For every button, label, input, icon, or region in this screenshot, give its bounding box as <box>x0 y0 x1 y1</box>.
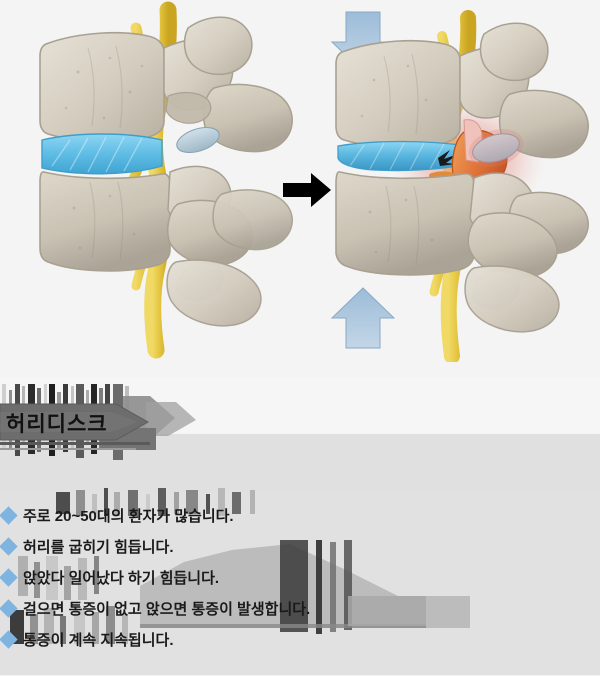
diamond-bullet-icon <box>0 506 18 525</box>
upper-vertebral-body <box>336 40 460 148</box>
upper-spinous-process <box>498 89 589 159</box>
symptom-text: 통증이 계속 지속됩니다. <box>23 632 174 649</box>
superior-articular-process <box>183 16 253 76</box>
page-title: 허리디스크 <box>6 413 108 436</box>
list-item: 허리를 굽히기 힘듭니다. <box>0 531 600 562</box>
list-item: 통증이 계속 지속됩니다. <box>0 624 600 655</box>
superior-articular-process <box>479 22 549 82</box>
list-item: 주로 20~50대의 환자가 많습니다. <box>0 500 600 531</box>
illustration-area <box>39 1 589 362</box>
symptom-text: 앉았다 일어났다 하기 힘듭니다. <box>23 570 220 587</box>
symptom-text: 걸으면 통증이 없고 앉으면 통증이 발생합니다. <box>23 601 311 618</box>
facet-joint <box>176 126 220 154</box>
lower-vertebral-body <box>336 171 474 275</box>
lower-vertebral-body <box>40 171 170 271</box>
facet-joint <box>472 133 520 163</box>
annular-tear <box>438 150 458 166</box>
herniated-disc-illustration <box>330 10 589 362</box>
diamond-bullet-icon <box>0 599 18 618</box>
upper-spinous-process <box>202 83 293 153</box>
list-item: 걸으면 통증이 없고 앉으면 통증이 발생합니다. <box>0 593 600 624</box>
symptom-text: 허리를 굽히기 힘듭니다. <box>23 539 174 556</box>
diamond-bullet-icon <box>0 568 18 587</box>
healthy-spine-illustration <box>39 1 293 359</box>
right-arrow-icon <box>283 173 331 207</box>
diamond-bullet-icon <box>0 630 18 649</box>
intervertebral-disc <box>42 134 162 174</box>
symptom-text: 주로 20~50대의 환자가 많습니다. <box>23 508 234 525</box>
symptom-list: 주로 20~50대의 환자가 많습니다. 허리를 굽히기 힘듭니다. 앉았다 일… <box>0 500 600 655</box>
diamond-bullet-icon <box>0 537 18 556</box>
load-arrow-up <box>330 287 396 349</box>
list-item: 앉았다 일어났다 하기 힘듭니다. <box>0 562 600 593</box>
upper-vertebral-body <box>40 32 164 142</box>
